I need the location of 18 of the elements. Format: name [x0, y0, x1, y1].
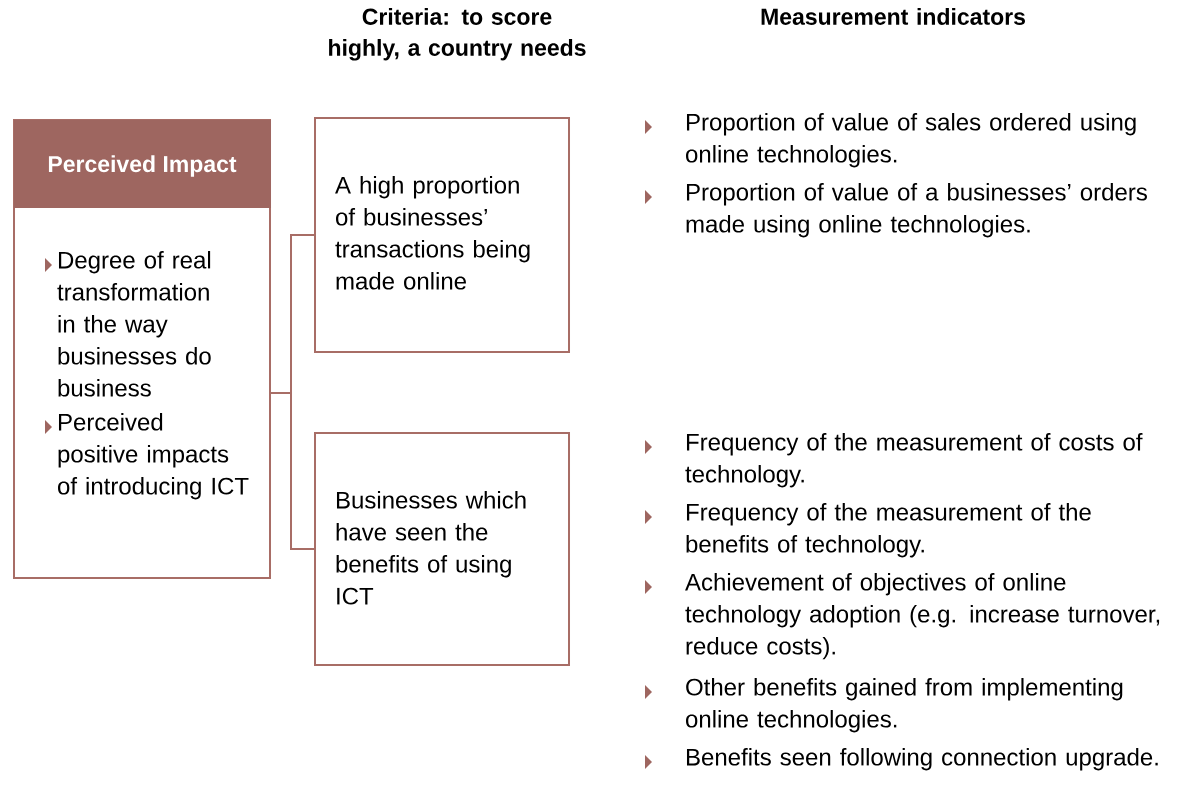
box-heading: Perceived Impact — [14, 120, 271, 208]
bullet-item: Benefits seen following connection upgrade. — [645, 748, 1158, 771]
bullet-item: Achievement of objectives of online technology adoption (e.g. increase turnover, reduce costs). — [645, 573, 1160, 660]
criteria-box — [314, 117, 570, 353]
bullet-item: Frequency of the measurement of costs of technology. — [645, 433, 1143, 488]
column-heading: Criteria: to score highly, a country needs — [329, 8, 586, 61]
column-heading: Measurement indicators — [761, 8, 1025, 25]
box-text: A high proportion of businesses’ transactions being made online — [335, 176, 530, 290]
criteria-box — [314, 432, 570, 666]
box-text: Businesses which have seen the benefits of using ICT — [336, 491, 526, 605]
bullet-item: Other benefits gained from implementing online technologies. — [645, 678, 1123, 733]
bullet-item: Degree of real transformation in the way businesses do business — [45, 251, 211, 397]
impact-box — [13, 119, 271, 579]
bullet-item: Proportion of value of sales ordered using online technologies. — [645, 113, 1136, 168]
bullet-item: Frequency of the measurement of the benefits of technology. — [645, 503, 1091, 558]
connector — [269, 392, 316, 550]
bullet-item: Proportion of value of a businesses’ orders made using online technologies. — [645, 183, 1147, 238]
bullet-item: Perceived positive impacts of introducing ICT — [45, 413, 249, 500]
